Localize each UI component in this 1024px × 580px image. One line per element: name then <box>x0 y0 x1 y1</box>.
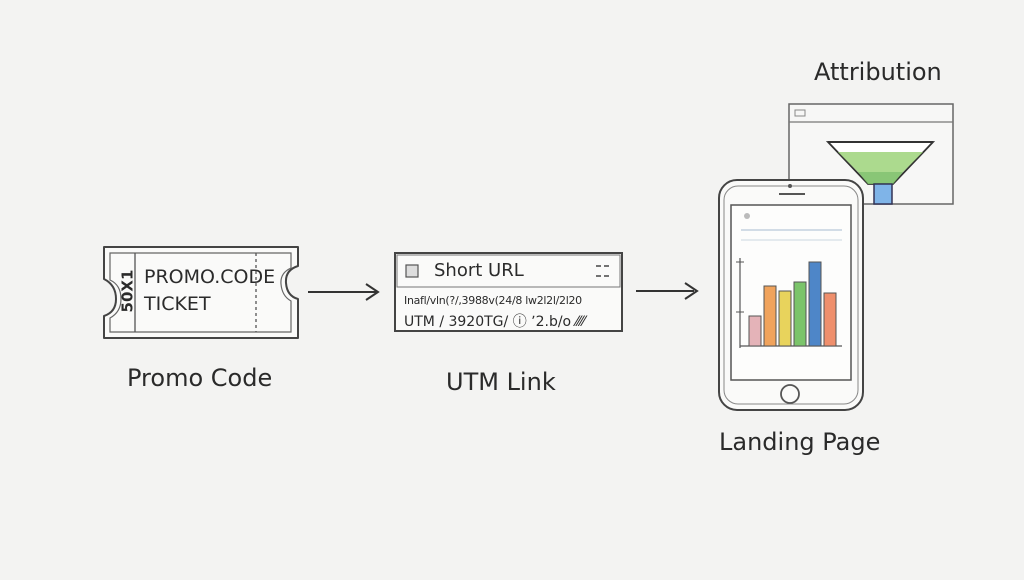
chart-bar <box>793 281 807 347</box>
chart-bar <box>823 292 837 347</box>
utm-card-title: Short URL <box>434 260 524 281</box>
phone-camera <box>788 184 792 188</box>
funnel-icon <box>825 141 936 205</box>
ticket-promo-code-text: PROMO.CODE <box>144 266 276 288</box>
utm-link-label: UTM Link <box>446 368 556 396</box>
arrow-utm-to-landing <box>636 282 699 300</box>
utm-url-line: Inafl/vln(?/,3988v(24/8 lw2l2l/2l20 <box>404 294 582 307</box>
promo-ticket <box>103 246 299 339</box>
ticket-ticket-text: TICKET <box>144 293 211 315</box>
attribution-label: Attribution <box>814 58 942 86</box>
chart-bar <box>748 315 762 347</box>
chart-bar <box>808 261 822 347</box>
landing-bar-chart <box>748 261 837 347</box>
promo-code-label: Promo Code <box>127 364 273 392</box>
chart-bar <box>763 285 777 347</box>
arrow-promo-to-utm <box>308 283 380 301</box>
link-icon <box>405 264 419 278</box>
utm-params-line: UTM / 3920TG/ ⓘ ʼ2.b/o ⁄⁄⁄⁄ <box>404 314 585 330</box>
landing-phone <box>718 179 864 411</box>
chart-bar <box>778 290 792 347</box>
ticket-stub-text: 50X1 <box>118 269 137 313</box>
expand-icon <box>596 265 609 277</box>
landing-page-label: Landing Page <box>719 428 881 456</box>
home-button <box>780 384 800 404</box>
utm-link-card <box>394 252 623 332</box>
